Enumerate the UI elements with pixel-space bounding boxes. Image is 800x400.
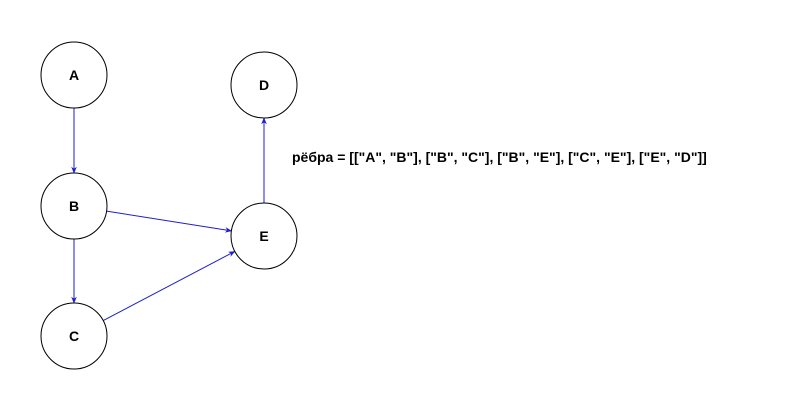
node-circle-a [40, 41, 108, 109]
node-c: C [40, 302, 108, 370]
node-d: D [230, 51, 298, 119]
node-label-c: C [69, 328, 79, 344]
node-label-d: D [259, 77, 269, 93]
node-a: A [40, 41, 108, 109]
node-e: E [230, 202, 298, 270]
node-label-b: B [69, 198, 79, 214]
node-label-a: A [69, 67, 79, 83]
edge-list-text: рёбра = [["A", "B"], ["B", "C"], ["B", "… [292, 149, 707, 165]
node-circle-e [230, 202, 298, 270]
node-b: B [40, 172, 108, 240]
edge-c-e [102, 250, 236, 322]
nodes-layer: A B C D E [40, 41, 298, 370]
node-label-e: E [259, 228, 268, 244]
edges-layer [71, 108, 267, 322]
node-circle-d [230, 51, 298, 119]
node-circle-b [40, 172, 108, 240]
edge-b-e [106, 210, 233, 233]
node-circle-c [40, 302, 108, 370]
